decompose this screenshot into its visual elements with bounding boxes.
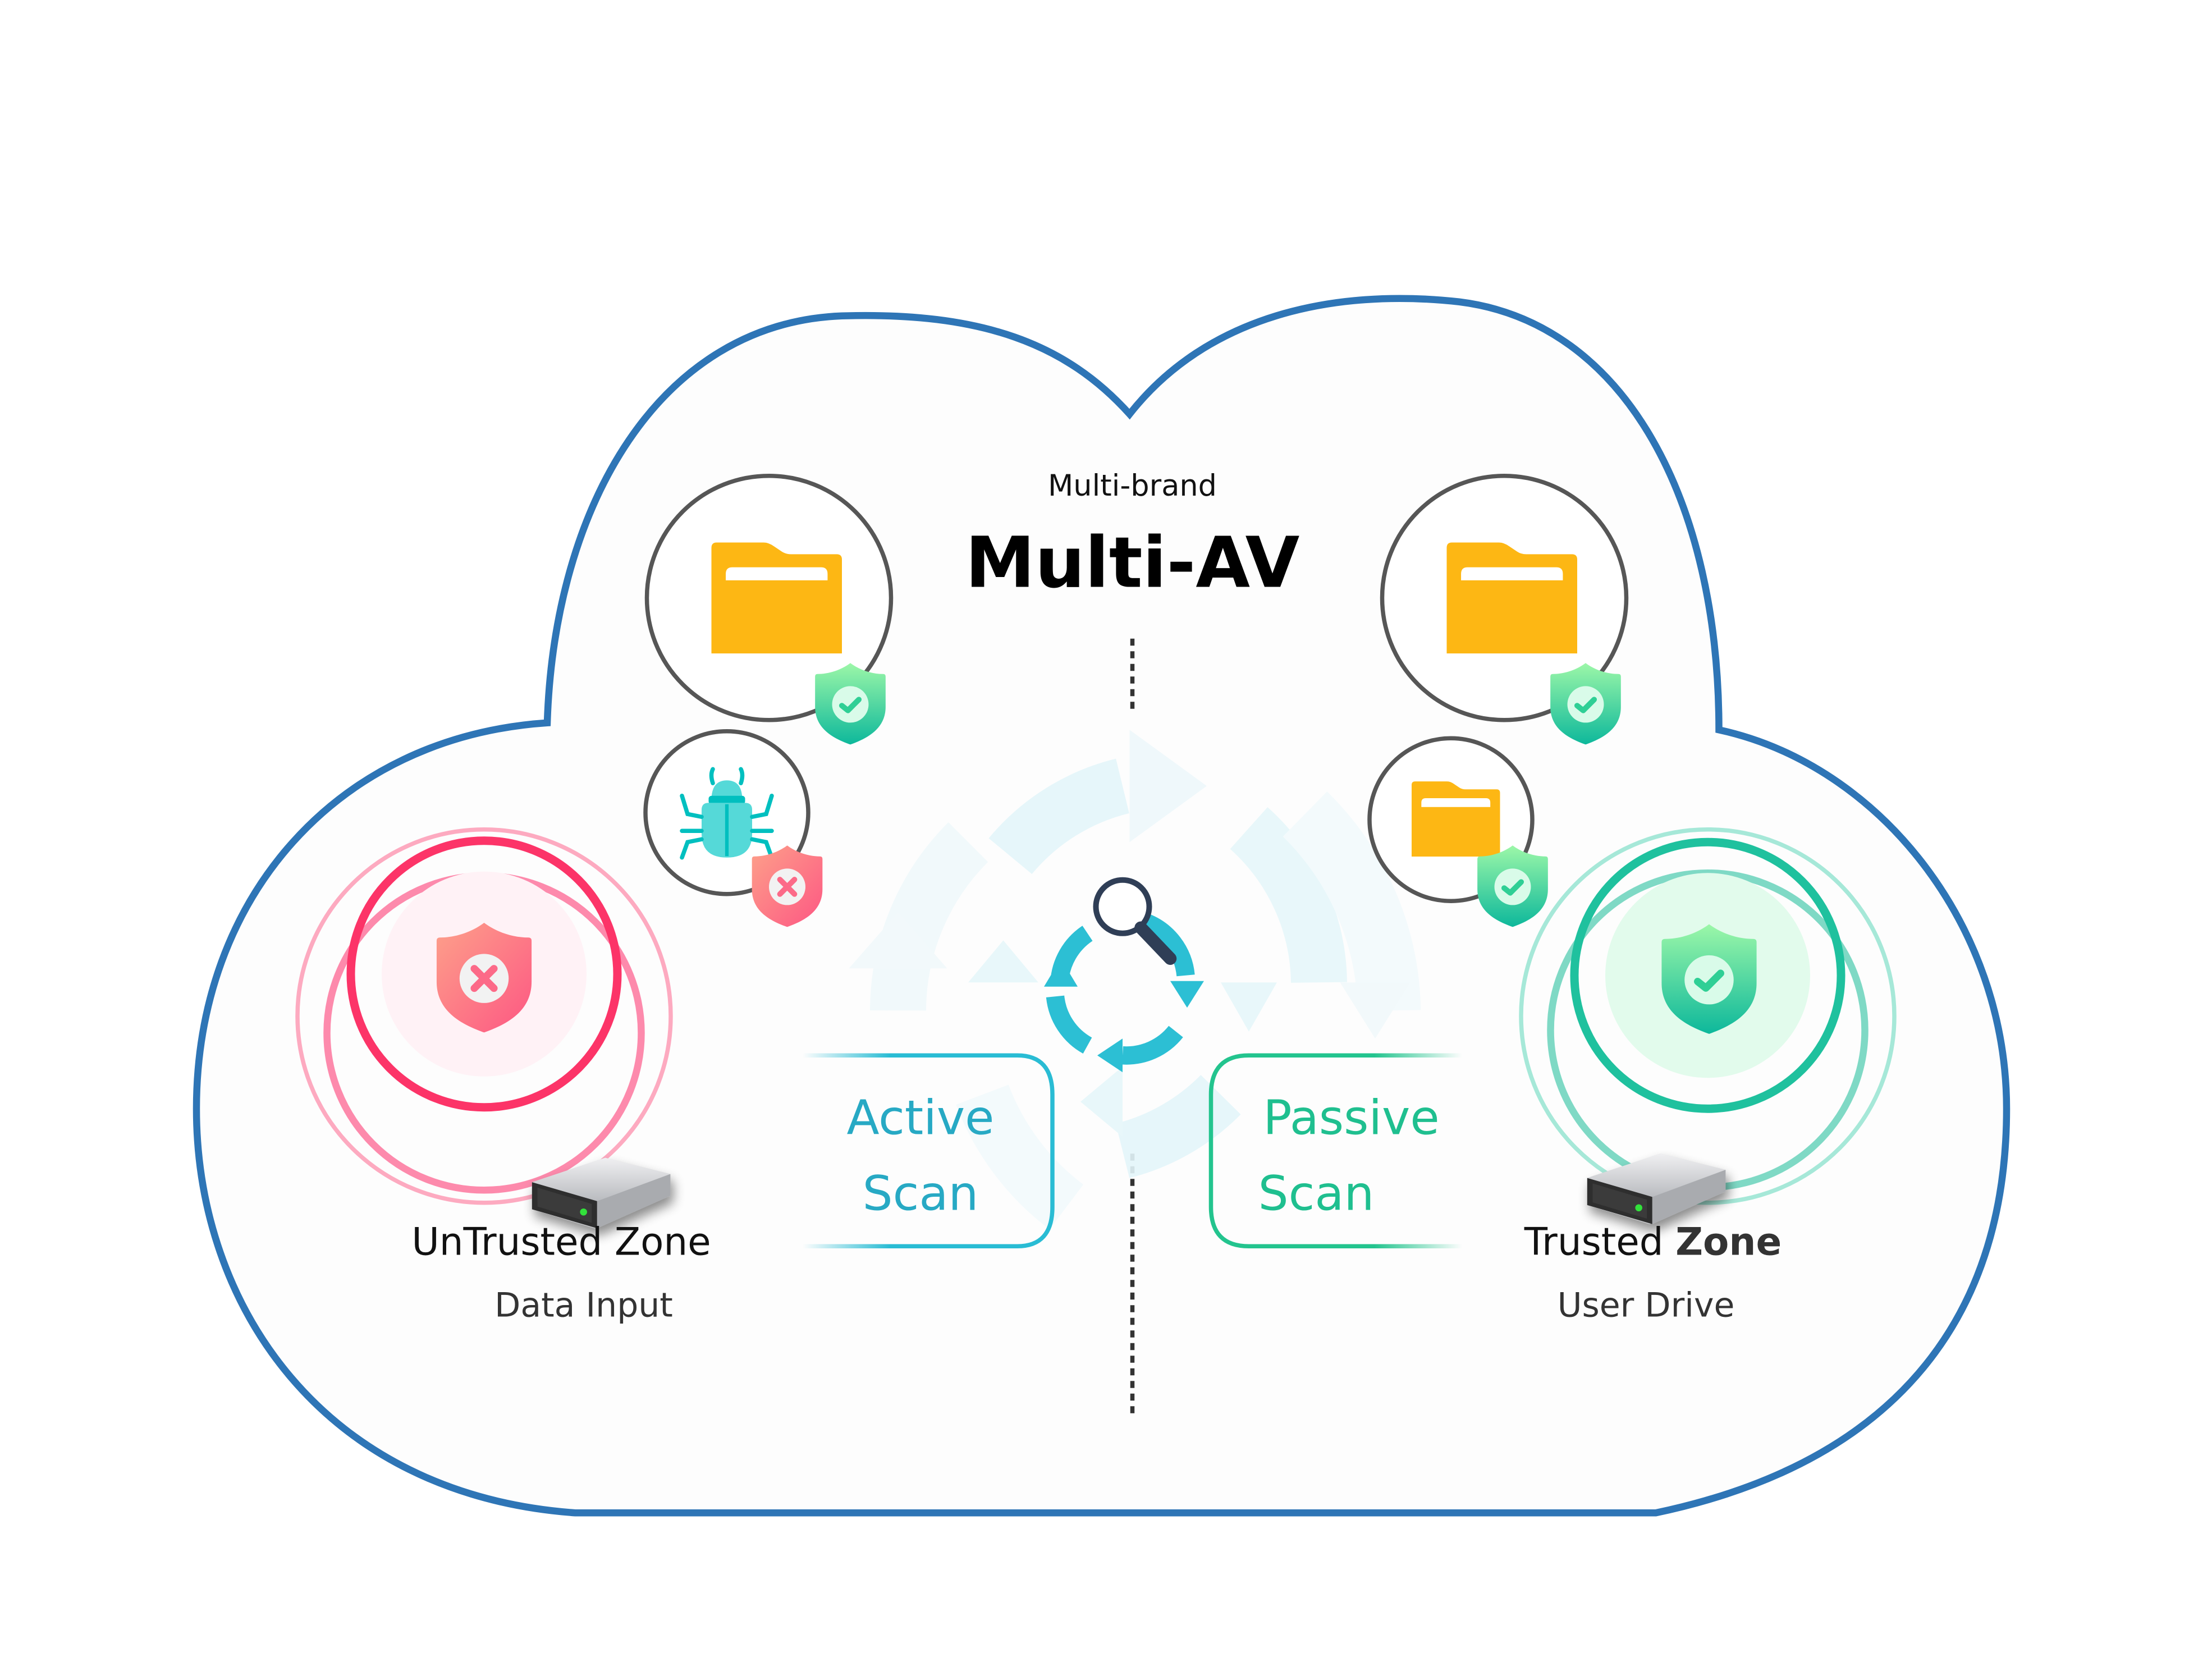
cycle-arrows-background [849,730,1421,1230]
untrusted-zone-title: UnTrusted Zone [411,1219,711,1264]
left-item-folder [644,474,894,745]
diagram-subtitle: Multi-brand [1048,469,1217,503]
trusted-zone-title: Trusted Zone [1524,1219,1782,1264]
right-item-folder-small [1367,736,1548,927]
bug-icon [680,767,774,860]
folder-icon [711,542,842,654]
folder-icon [1446,542,1577,654]
passive-scan-line2: Scan [1258,1166,1375,1221]
trusted-zone-title-part1: Trusted [1524,1219,1664,1264]
right-item-folder-large [1380,474,1629,745]
untrusted-zone: UnTrusted Zone Data Input [295,827,711,1325]
passive-scan-line1: Passive [1263,1090,1439,1146]
scan-cycle-magnifier-icon [1044,877,1204,1073]
trusted-zone-title-part2: Zone [1675,1219,1782,1264]
active-scan-line2: Scan [863,1166,979,1221]
passive-scan-panel: Passive Scan [1208,1053,1462,1248]
trusted-zone: Trusted Zone User Drive [1519,827,1897,1325]
diagram-title: Multi-AV [965,522,1300,603]
trusted-zone-subtitle: User Drive [1558,1285,1735,1325]
folder-icon [1412,781,1500,857]
untrusted-zone-subtitle: Data Input [494,1285,673,1325]
active-scan-panel: Active Scan [803,1053,1055,1248]
left-item-bug [643,729,822,927]
active-scan-line1: Active [847,1090,995,1146]
